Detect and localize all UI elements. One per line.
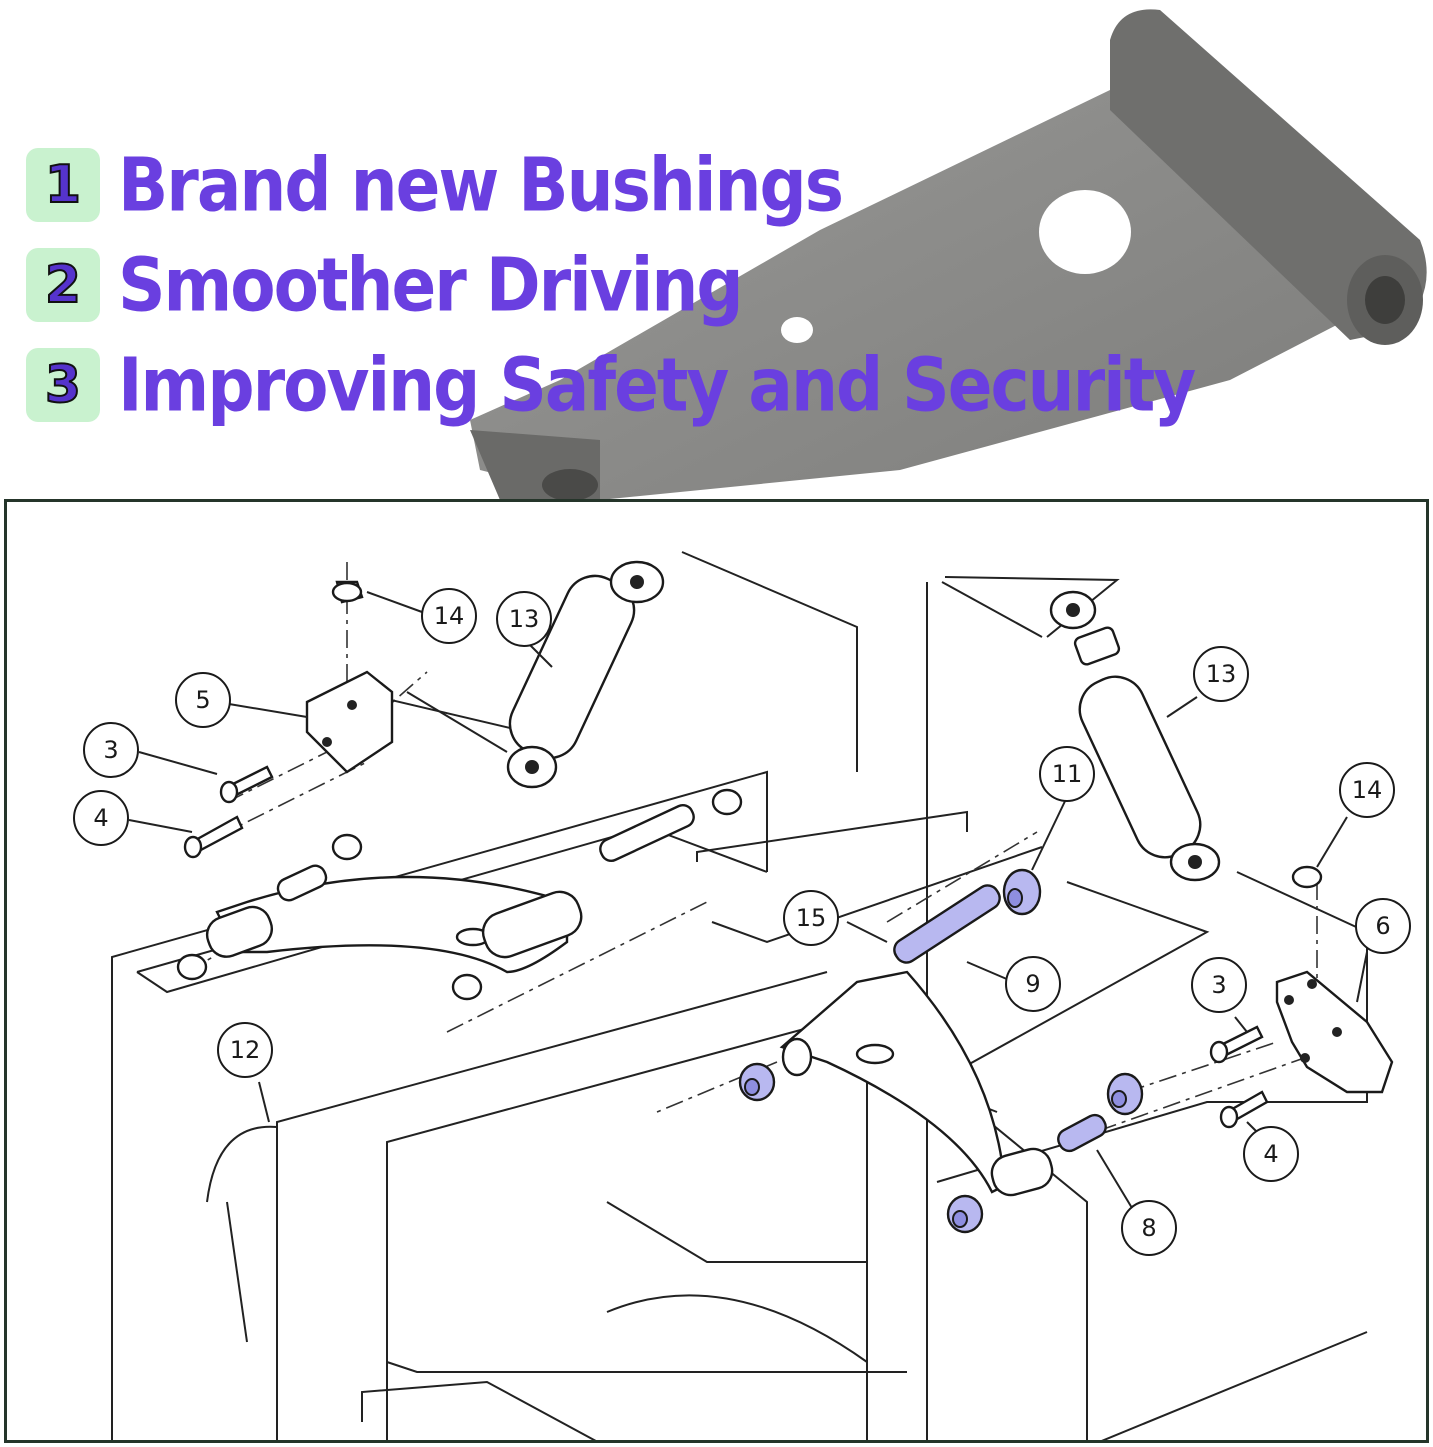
callout-13-right: 13	[1193, 646, 1249, 702]
callout-13-left: 13	[496, 591, 552, 647]
callout-3-left: 3	[83, 722, 139, 778]
svg-text:8: 8	[1141, 1214, 1156, 1242]
feature-text: Smoother Driving	[118, 241, 744, 329]
right-bolts	[1209, 1025, 1269, 1129]
callout-3-right: 3	[1191, 957, 1247, 1013]
left-control-arm	[205, 875, 583, 974]
feature-1: 1 Brand new Bushings	[26, 142, 844, 228]
svg-text:13: 13	[1206, 660, 1237, 688]
callout-6: 6	[1355, 898, 1411, 954]
callout-4-right: 4	[1243, 1126, 1299, 1182]
feature-number-badge: 3	[26, 348, 100, 422]
left-bushings	[176, 788, 743, 1001]
svg-text:4: 4	[1263, 1140, 1278, 1168]
exploded-parts-diagram: 14 13 5 3 4 12 13 11 14 15 9	[4, 499, 1429, 1443]
left-shock-absorber	[356, 560, 665, 789]
callout-12: 12	[217, 1022, 273, 1078]
callout-9: 9	[1005, 956, 1061, 1012]
feature-number-badge: 2	[26, 248, 100, 322]
banner: 1 Brand new Bushings 2 Smoother Driving …	[0, 0, 1433, 500]
feature-number-badge: 1	[26, 148, 100, 222]
feature-2: 2 Smoother Driving	[26, 242, 744, 328]
callout-8: 8	[1121, 1200, 1177, 1256]
diagram-drawing: 14 13 5 3 4 12 13 11 14 15 9	[73, 551, 1411, 1440]
svg-text:6: 6	[1375, 912, 1390, 940]
chassis-frame	[111, 551, 1368, 1440]
callout-4-left: 4	[73, 790, 129, 846]
svg-text:12: 12	[230, 1036, 261, 1064]
feature-3: 3 Improving Safety and Security	[26, 342, 1196, 428]
leader-lines	[128, 591, 1368, 1209]
callout-15: 15	[783, 890, 839, 946]
svg-text:3: 3	[103, 736, 118, 764]
callout-11: 11	[1039, 746, 1095, 802]
control-arm-photo	[470, 9, 1427, 500]
svg-text:9: 9	[1025, 970, 1040, 998]
left-mount-bracket	[305, 580, 394, 774]
svg-text:13: 13	[509, 605, 540, 633]
svg-text:14: 14	[1352, 776, 1383, 804]
callout-14-left: 14	[421, 588, 477, 644]
svg-text:11: 11	[1052, 760, 1083, 788]
right-control-arm	[779, 970, 1054, 1197]
right-shock-absorber	[1049, 590, 1221, 882]
callout-14-right: 14	[1339, 762, 1395, 818]
feature-text: Improving Safety and Security	[118, 341, 1196, 429]
right-bushings-highlighted	[738, 868, 1144, 1234]
svg-text:14: 14	[434, 602, 465, 630]
svg-text:5: 5	[195, 686, 210, 714]
svg-text:15: 15	[796, 904, 827, 932]
left-bolts	[183, 765, 274, 859]
svg-text:3: 3	[1211, 971, 1226, 999]
callout-5: 5	[175, 672, 231, 728]
right-mount-bracket	[1275, 865, 1394, 1094]
feature-text: Brand new Bushings	[118, 141, 844, 229]
svg-text:4: 4	[93, 804, 108, 832]
